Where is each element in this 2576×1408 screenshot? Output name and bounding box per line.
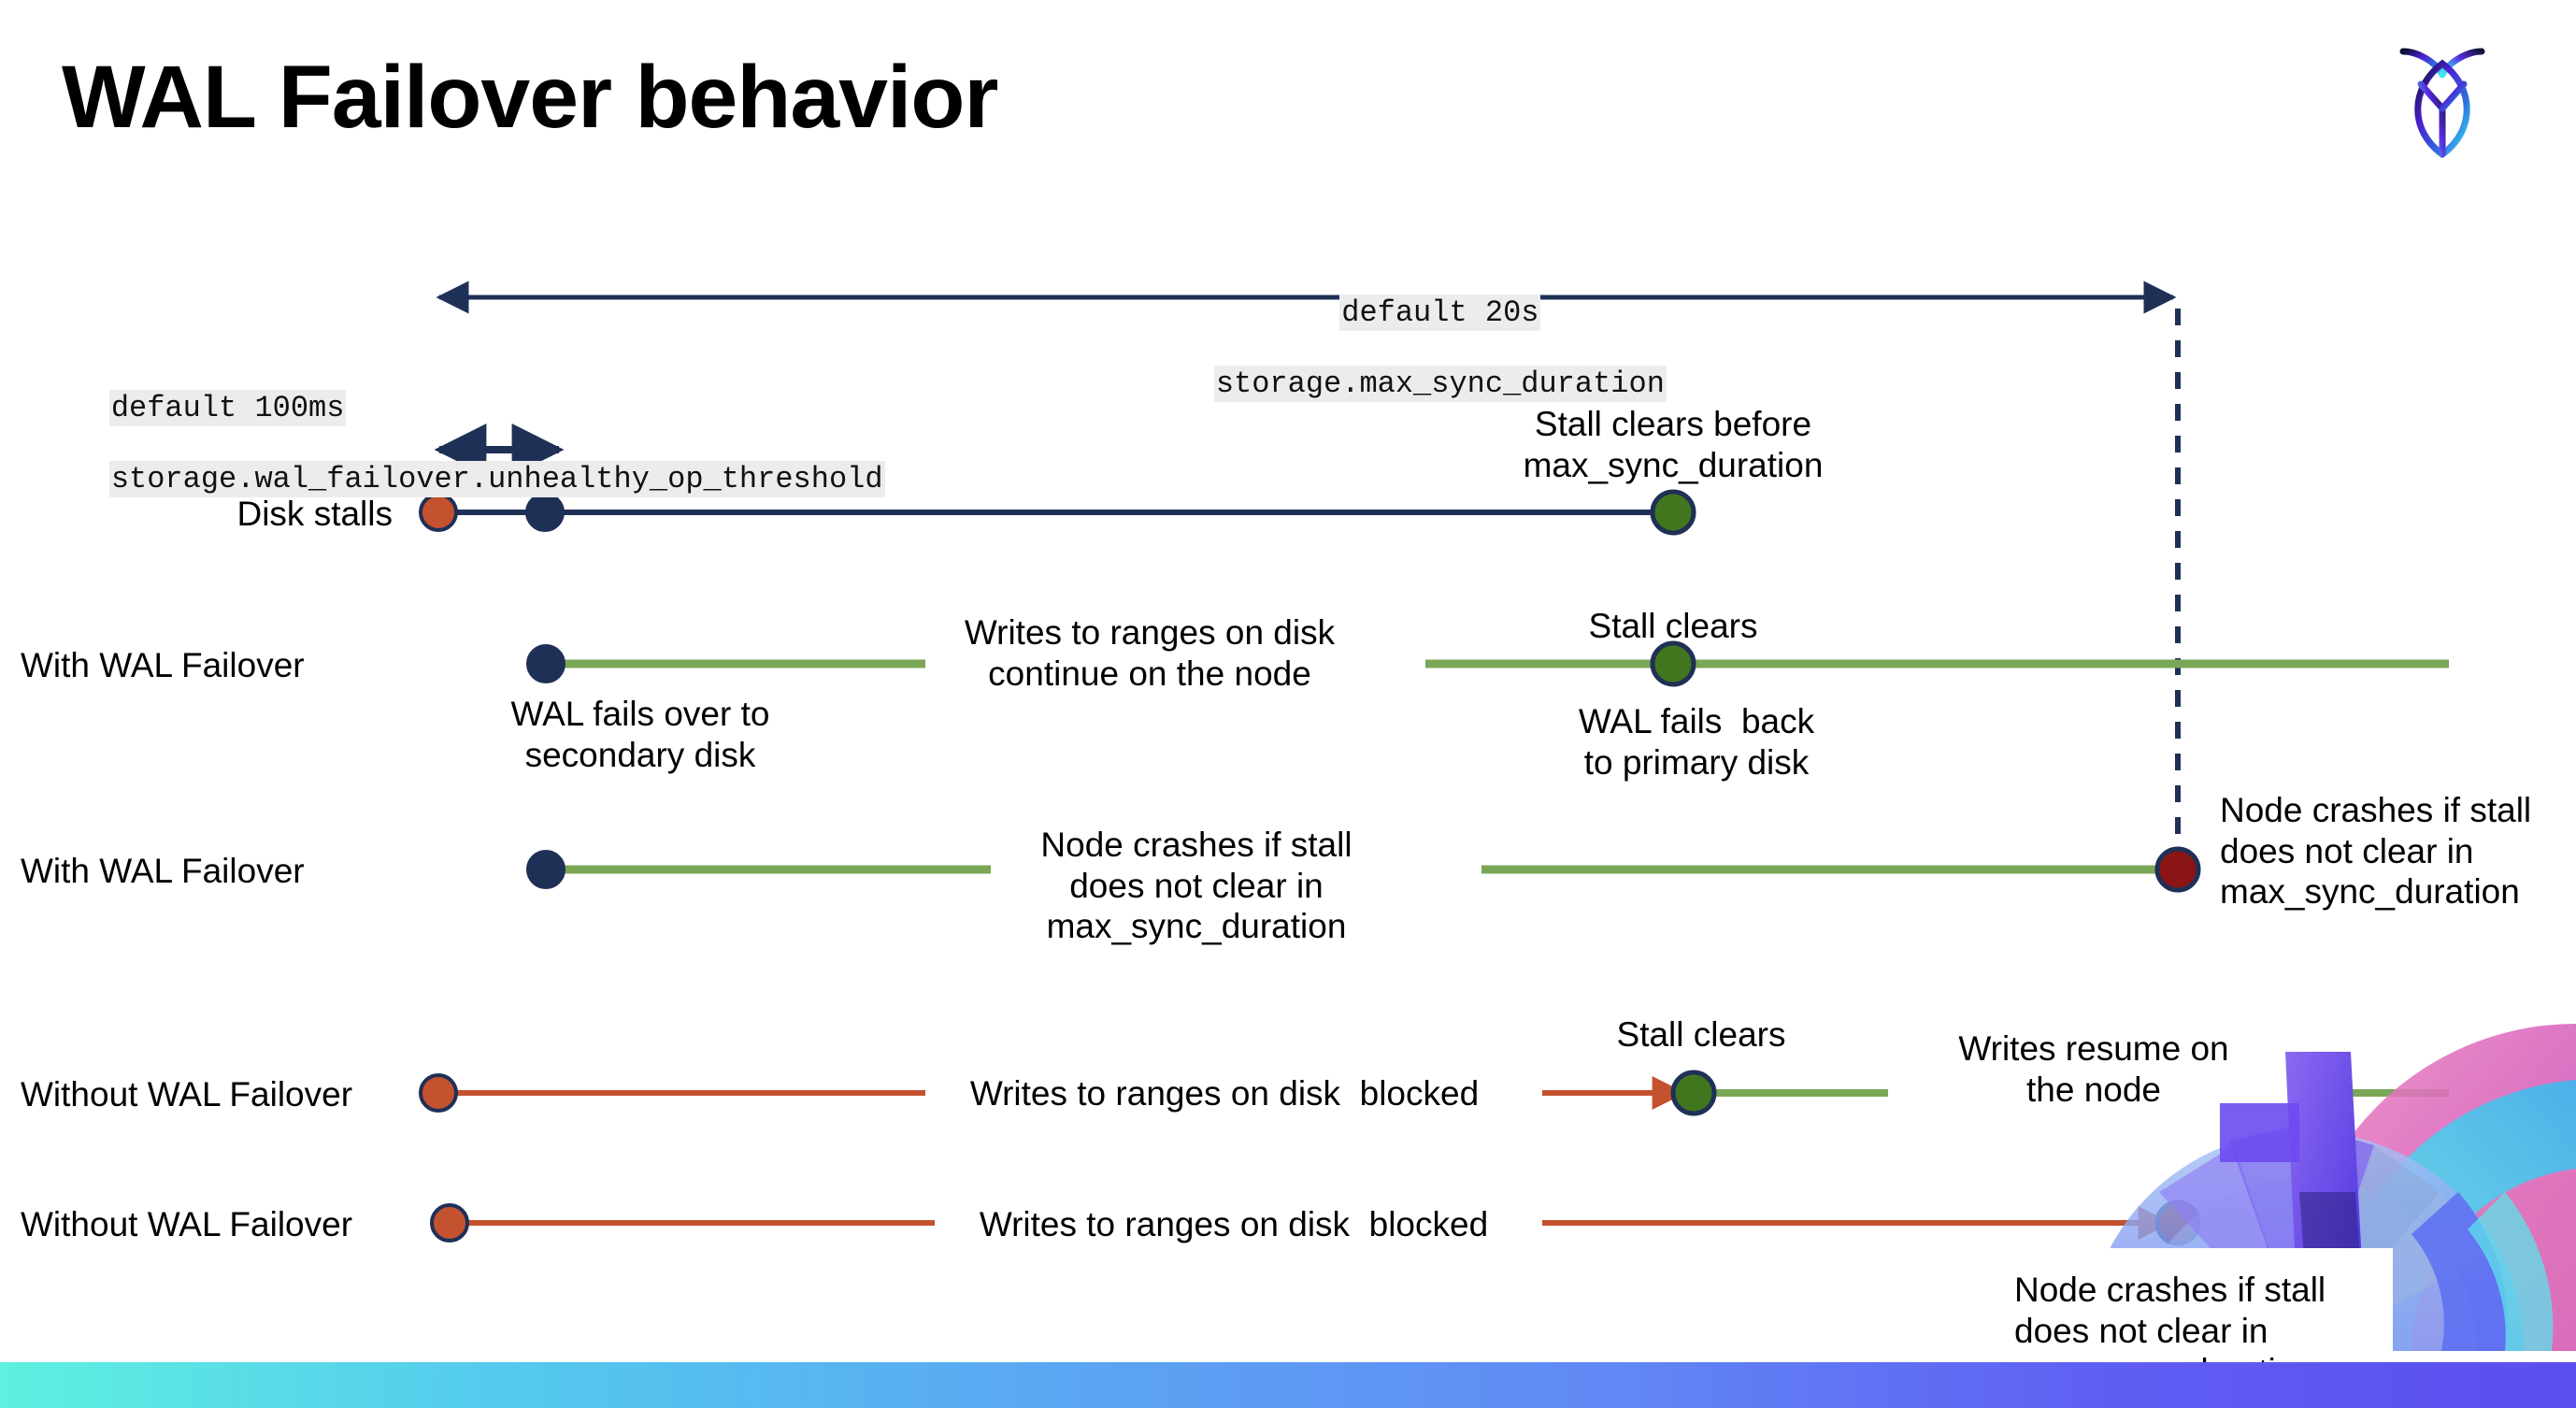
- stall-clears-dot: [1650, 489, 1696, 536]
- annotation-node-crashes-row3: Node crashes if stall does not clear in …: [2220, 791, 2532, 912]
- stall-start-dot: [419, 1073, 458, 1113]
- failover-start-dot: [526, 644, 565, 683]
- annotation-writes-continue-row2: Writes to ranges on disk continue on the…: [964, 613, 1336, 693]
- footer-gradient-bar: [0, 1362, 2576, 1408]
- stall-clears-dot: [1650, 640, 1696, 687]
- annotation-writes-blocked-row5: Writes to ranges on disk blocked: [979, 1205, 1489, 1243]
- stall-start-dot: [430, 1203, 469, 1243]
- row-label-without-wal-failover-crashes: Without WAL Failover: [21, 1205, 353, 1243]
- max-sync-duration-name: storage.max_sync_duration: [1213, 366, 1667, 402]
- max-sync-duration-setting: default 20s storage.max_sync_duration: [1142, 260, 1667, 437]
- max-sync-duration-default: default 20s: [1339, 295, 1541, 331]
- annotation-writes-continue-row3: Node crashes if stall does not clear in …: [1040, 826, 1352, 946]
- row-with-failover-crashes-track: [526, 846, 2201, 893]
- row-label-disk-stalls: Disk stalls: [236, 495, 393, 533]
- unhealthy-op-threshold-name: storage.wal_failover.unhealthy_op_thresh…: [108, 461, 885, 497]
- annotation-writes-blocked-row4: Writes to ranges on disk blocked: [969, 1074, 1480, 1113]
- annotation-stall-clears-row2: Stall clears: [1588, 607, 1758, 645]
- unhealthy-op-threshold-default: default 100ms: [108, 390, 347, 426]
- annotation-stall-clears-row4: Stall clears: [1616, 1015, 1786, 1054]
- node-crash-dot: [2154, 1200, 2201, 1246]
- row-label-without-wal-failover-recovers: Without WAL Failover: [21, 1075, 353, 1113]
- annotation-writes-resume: Writes resume on the node: [1958, 1029, 2229, 1109]
- row-with-failover-recovers-track: [526, 640, 2449, 687]
- node-crash-dot: [2154, 846, 2201, 893]
- row-label-with-wal-failover-crashes: With WAL Failover: [21, 852, 305, 890]
- page-title: WAL Failover behavior: [62, 48, 998, 147]
- stall-clears-dot: [1670, 1070, 1717, 1116]
- annotation-wal-fails-back: WAL fails back to primary disk: [1578, 702, 1815, 782]
- row-label-with-wal-failover-recovers: With WAL Failover: [21, 646, 305, 684]
- unhealthy-op-threshold-setting: default 100ms storage.wal_failover.unhea…: [37, 355, 885, 532]
- cockroachdb-logo-icon: [2372, 26, 2512, 166]
- failover-start-dot: [526, 850, 565, 889]
- annotation-wal-fails-over: WAL fails over to secondary disk: [510, 695, 770, 774]
- annotation-stall-clears-before-max-sync: Stall clears before max_sync_duration: [1523, 405, 1824, 484]
